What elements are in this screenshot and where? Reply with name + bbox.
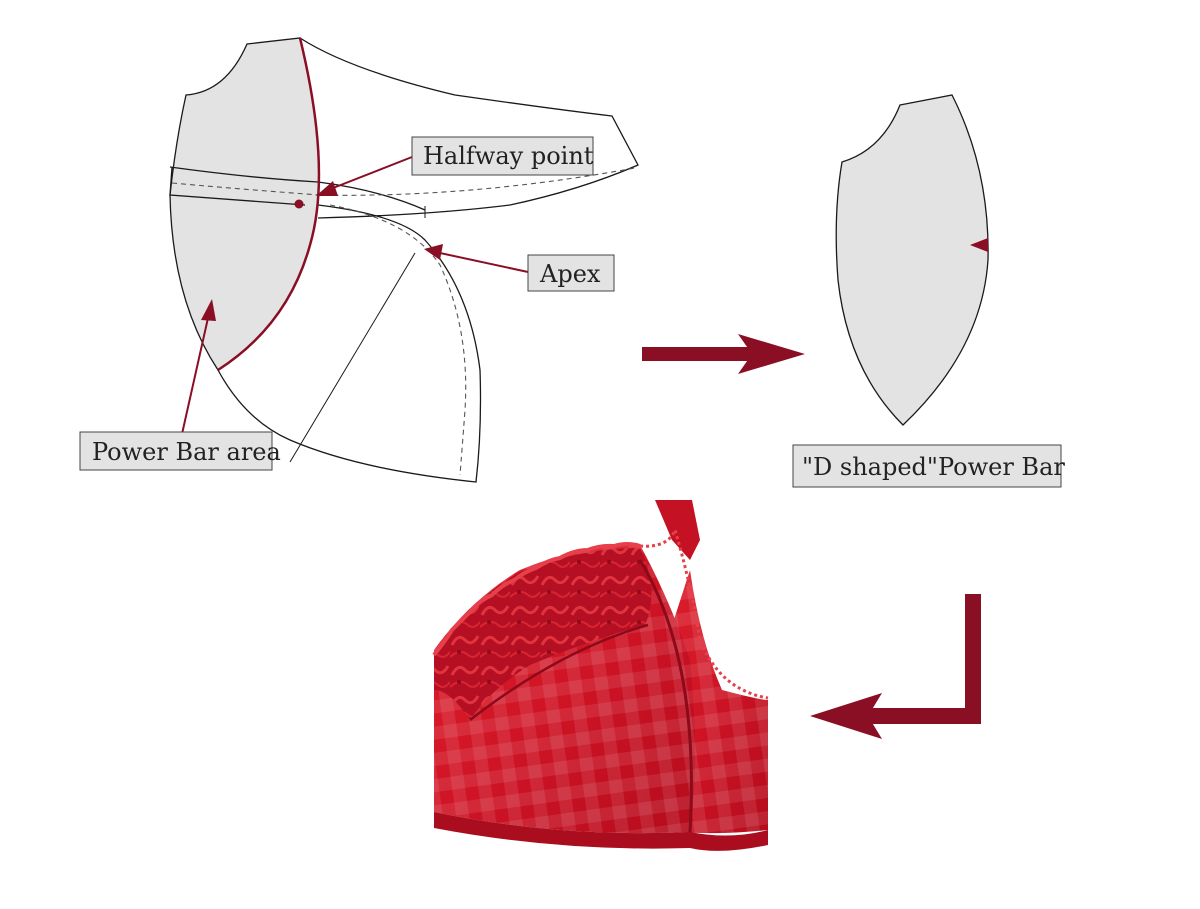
- notch-marker: [970, 238, 988, 252]
- grain-line: [289, 252, 416, 463]
- label-apex-text: Apex: [539, 260, 601, 288]
- d-shaped-power-bar-piece: [835, 94, 989, 426]
- power-bar-area-arrowhead: [201, 299, 216, 321]
- lower-cup-outline: [217, 204, 482, 483]
- lower-cup-dashed-line: [329, 204, 467, 476]
- halfway-point-arrow: [327, 156, 413, 191]
- power-bar-area-arrow: [181, 317, 209, 435]
- corner-return-arrow: [810, 594, 981, 739]
- finished-bra-image: [432, 500, 769, 851]
- annotation-arrows: [181, 156, 529, 435]
- label-halfway-point-text: Halfway point: [423, 142, 594, 170]
- label-power-bar-area-text: Power Bar area: [92, 438, 281, 466]
- label-power-bar-area: Power Bar area: [79, 431, 281, 471]
- d-shaped-piece-shape: [835, 94, 989, 426]
- halfway-point-dot: [294, 199, 304, 209]
- right-arrow: [642, 334, 805, 374]
- upper-band-outline: [299, 37, 639, 219]
- label-halfway-point: Halfway point: [411, 136, 594, 176]
- band-dashed-line: [171, 167, 636, 196]
- halfway-point-arrowhead: [316, 181, 338, 196]
- label-d-shaped-power-bar-text: "D shaped"Power Bar: [802, 453, 1065, 481]
- apex-arrowhead: [424, 244, 443, 260]
- label-apex: Apex: [527, 254, 615, 292]
- label-d-shaped-power-bar: "D shaped"Power Bar: [792, 444, 1065, 488]
- apex-arrow: [439, 252, 529, 273]
- power-bar-seam-line: [217, 37, 321, 372]
- bra-pattern-draft: [169, 37, 639, 483]
